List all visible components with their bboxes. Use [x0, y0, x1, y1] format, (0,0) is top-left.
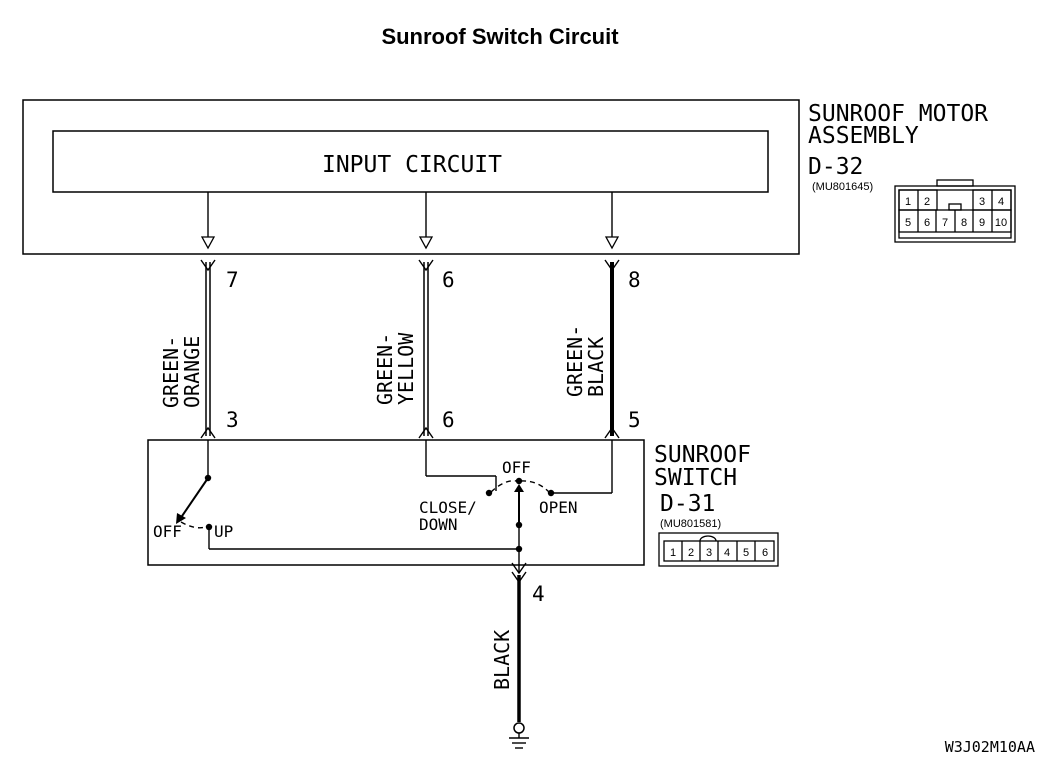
- wire-green-black: [604, 259, 620, 439]
- right-switch-close-label: CLOSE/: [419, 498, 477, 517]
- switch-pin-5-label: 5: [628, 408, 641, 432]
- switch-pin-label: 6: [762, 547, 768, 559]
- wire-green-yellow: [418, 259, 434, 439]
- switch-pin-label: 3: [706, 547, 712, 559]
- motor-pin-label: 10: [995, 217, 1007, 229]
- switch-pin-6-label: 6: [442, 408, 455, 432]
- input-circuit-box: [52, 130, 769, 193]
- left-switch: [176, 440, 519, 550]
- wire-color-label-line1: GREEN-: [373, 333, 397, 405]
- switch-box: [147, 439, 645, 566]
- left-switch-up-label: UP: [214, 522, 233, 541]
- motor-connector-icon: 1 2 3 4 5 6 7 8 9 10: [894, 179, 1016, 243]
- right-switch-open-label: OPEN: [539, 498, 578, 517]
- ground-pin-4-label: 4: [532, 582, 545, 606]
- switch-pin-label: 4: [724, 547, 730, 559]
- motor-pin-7-label: 7: [226, 268, 239, 292]
- motor-pin-label: 8: [961, 217, 967, 229]
- wire-color-label-line2: BLACK: [584, 337, 608, 397]
- motor-connector-part-number: (MU801645): [812, 181, 873, 193]
- wire-color-label-line1: GREEN-: [159, 336, 183, 408]
- motor-pin-label: 3: [979, 196, 985, 208]
- motor-assembly-name-line2: ASSEMBLY: [808, 123, 919, 149]
- right-switch: [425, 440, 613, 553]
- motor-pin-label: 6: [924, 217, 930, 229]
- motor-pin-label: 2: [924, 196, 930, 208]
- motor-pin-label: 1: [905, 196, 911, 208]
- motor-pin-8-label: 8: [628, 268, 641, 292]
- wire-color-label-line2: ORANGE: [180, 336, 204, 408]
- switch-pin-label: 5: [743, 547, 749, 559]
- switch-connector-id: D-31: [660, 491, 715, 517]
- figure-code: W3J02M10AA: [945, 738, 1035, 756]
- wire-green-orange: [200, 259, 216, 439]
- input-circuit-label: INPUT CIRCUIT: [322, 152, 502, 178]
- input-arrows: [200, 192, 620, 250]
- motor-pin-label: 7: [942, 217, 948, 229]
- motor-connector-id: D-32: [808, 154, 863, 180]
- switch-connector-icon: 1 2 3 4 5 6: [658, 532, 779, 567]
- switch-pin-label: 1: [670, 547, 676, 559]
- ground-symbol-icon: [509, 722, 529, 749]
- motor-assembly-name-line1: SUNROOF MOTOR: [808, 101, 988, 127]
- motor-pin-label: 4: [998, 196, 1004, 208]
- right-switch-off-label: OFF: [502, 458, 531, 477]
- switch-pin-3-label: 3: [226, 408, 239, 432]
- wire-color-label-line2: YELLOW: [394, 332, 418, 405]
- switch-name-line2: SWITCH: [654, 465, 737, 491]
- motor-assembly-box: [22, 99, 800, 255]
- diagram-title: Sunroof Switch Circuit: [381, 24, 619, 49]
- ground-wire: [511, 549, 527, 722]
- right-switch-down-label-text: DOWN: [419, 515, 458, 534]
- wire-color-label-line1: GREEN-: [563, 325, 587, 397]
- ground-wire-color-label: BLACK: [490, 630, 514, 690]
- left-switch-off-label: OFF: [153, 522, 182, 541]
- switch-pin-label: 2: [688, 547, 694, 559]
- switch-connector-part-number: (MU801581): [660, 518, 721, 530]
- motor-pin-label: 9: [979, 217, 985, 229]
- motor-pin-6-label: 6: [442, 268, 455, 292]
- switch-name-line1: SUNROOF: [654, 442, 751, 468]
- motor-pin-label: 5: [905, 217, 911, 229]
